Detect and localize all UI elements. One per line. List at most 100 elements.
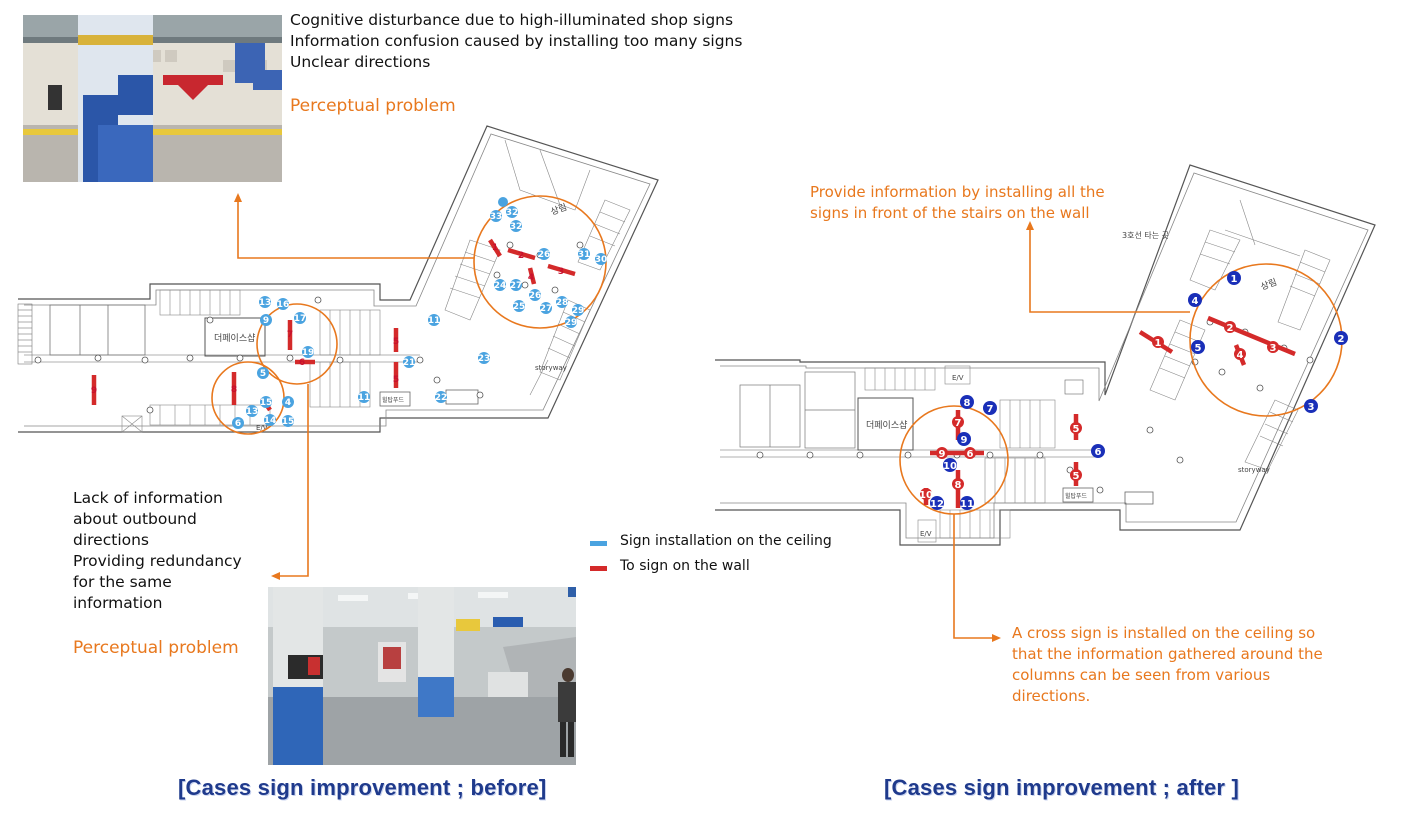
svg-text:7: 7 <box>955 418 962 429</box>
perceptual-problem-top: Perceptual problem <box>290 96 456 116</box>
after-note-bottom-line-1: A cross sign is installed on the ceiling… <box>1012 624 1316 642</box>
svg-text:4: 4 <box>1237 350 1244 361</box>
after-note-bottom: A cross sign is installed on the ceiling… <box>1012 623 1323 707</box>
svg-text:15: 15 <box>282 417 295 427</box>
svg-text:1: 1 <box>1231 274 1238 285</box>
svg-text:25: 25 <box>513 302 526 312</box>
svg-text:6: 6 <box>235 419 241 429</box>
hilltop-label-after: 힐탑푸드 <box>1065 492 1088 500</box>
caption-before: [Cases sign improvement ; before] <box>178 775 547 800</box>
svg-text:4: 4 <box>285 398 291 408</box>
svg-text:6: 6 <box>299 358 305 368</box>
connector-lines-before <box>234 193 474 580</box>
svg-text:8: 8 <box>964 398 971 409</box>
caption-after: [Cases sign improvement ; after ] <box>884 775 1240 800</box>
svg-text:5: 5 <box>1195 343 1202 354</box>
station-photo-bottom-illustration <box>268 587 576 765</box>
svg-text:3: 3 <box>558 267 564 277</box>
svg-text:4: 4 <box>1192 296 1199 307</box>
svg-text:5: 5 <box>260 369 266 379</box>
svg-text:13: 13 <box>246 407 259 417</box>
connector-lines-after <box>953 221 1190 642</box>
problems-bottom-list: Lack of information about outbound direc… <box>73 488 273 614</box>
svg-text:1: 1 <box>492 243 498 253</box>
svg-text:16: 16 <box>277 300 290 310</box>
svg-text:33: 33 <box>490 212 503 222</box>
perceptual-problem-bottom: Perceptual problem <box>73 638 239 658</box>
svg-text:7: 7 <box>287 330 293 340</box>
svg-text:29: 29 <box>572 306 585 316</box>
svg-text:26: 26 <box>529 291 542 301</box>
legend-wall-swatch <box>590 566 607 571</box>
highlight-circles-after <box>899 263 1343 515</box>
svg-text:2: 2 <box>1338 334 1345 345</box>
svg-text:10: 10 <box>919 490 933 501</box>
svg-text:1: 1 <box>1155 338 1162 349</box>
shop-label-after: 더페이스샵 <box>866 420 907 431</box>
legend-wall-label: To sign on the wall <box>620 558 750 574</box>
svg-text:21: 21 <box>403 358 416 368</box>
ev-label-after-top: E/V <box>952 374 964 382</box>
svg-text:3: 3 <box>1308 402 1315 413</box>
svg-text:26: 26 <box>538 250 551 260</box>
floor-plan-before <box>17 125 659 433</box>
svg-text:30: 30 <box>595 255 608 265</box>
svg-text:5: 5 <box>393 337 399 347</box>
svg-text:5: 5 <box>1073 424 1080 435</box>
svg-text:19: 19 <box>302 348 315 358</box>
columns-before <box>34 241 584 414</box>
svg-text:29: 29 <box>565 318 578 328</box>
svg-text:11: 11 <box>960 499 974 510</box>
problem-bottom-5: for the same <box>73 573 172 591</box>
svg-text:4: 4 <box>528 273 534 283</box>
after-note-top: Provide information by installing all th… <box>810 182 1105 224</box>
svg-text:5: 5 <box>1073 471 1080 482</box>
svg-text:15: 15 <box>260 398 273 408</box>
seollim-label-after: 상림 <box>1259 276 1279 293</box>
svg-text:9: 9 <box>263 316 269 326</box>
svg-text:31: 31 <box>578 250 591 260</box>
svg-text:11: 11 <box>428 316 441 326</box>
seollim-label-before: 상림 <box>549 201 569 218</box>
legend-ceiling-swatch <box>590 541 607 546</box>
svg-text:3: 3 <box>1270 343 1277 354</box>
svg-text:24: 24 <box>494 281 507 291</box>
svg-text:9: 9 <box>91 386 97 396</box>
storyway-label-after: storyway <box>1238 466 1270 474</box>
ceiling-signs-before <box>232 197 607 429</box>
problem-bottom-1: Lack of information <box>73 489 223 507</box>
shop-label-before: 더페이스샵 <box>214 333 255 344</box>
floor-plan-after <box>715 164 1376 546</box>
problem-bottom-3: directions <box>73 531 150 549</box>
ev-label-after-bottom: E/V <box>920 530 932 538</box>
svg-text:9: 9 <box>939 449 946 460</box>
problem-bottom-2: about outbound <box>73 510 197 528</box>
svg-text:27: 27 <box>540 304 553 314</box>
storyway-label-before: storyway <box>535 364 567 372</box>
problem-bottom-6: information <box>73 594 163 612</box>
ev-label-before: E/V <box>256 424 268 432</box>
wall-sign-numbers-before: 9 8 7 5 5 1 2 3 4 6 <box>91 243 564 396</box>
svg-text:32: 32 <box>506 208 519 218</box>
svg-text:22: 22 <box>435 393 448 403</box>
svg-text:8: 8 <box>955 480 962 491</box>
svg-text:6: 6 <box>967 449 974 460</box>
svg-text:27: 27 <box>510 281 523 291</box>
svg-text:13: 13 <box>259 298 272 308</box>
after-note-top-line-2: signs in front of the stairs on the wall <box>810 204 1090 222</box>
problem-top-2: Information confusion caused by installi… <box>290 32 743 50</box>
problems-top-list: Cognitive disturbance due to high-illumi… <box>290 10 790 73</box>
transfer-label-after: 3호선 타는 곳 <box>1122 231 1169 240</box>
svg-text:28: 28 <box>556 298 569 308</box>
after-note-bottom-line-3: columns can be seen from various <box>1012 666 1271 684</box>
svg-text:23: 23 <box>478 354 491 364</box>
svg-text:2: 2 <box>1227 323 1234 334</box>
after-note-top-line-1: Provide information by installing all th… <box>810 183 1105 201</box>
svg-text:32: 32 <box>510 222 523 232</box>
svg-text:12: 12 <box>930 499 944 510</box>
after-note-bottom-line-4: directions. <box>1012 687 1091 705</box>
problem-bottom-4: Providing redundancy <box>73 552 242 570</box>
